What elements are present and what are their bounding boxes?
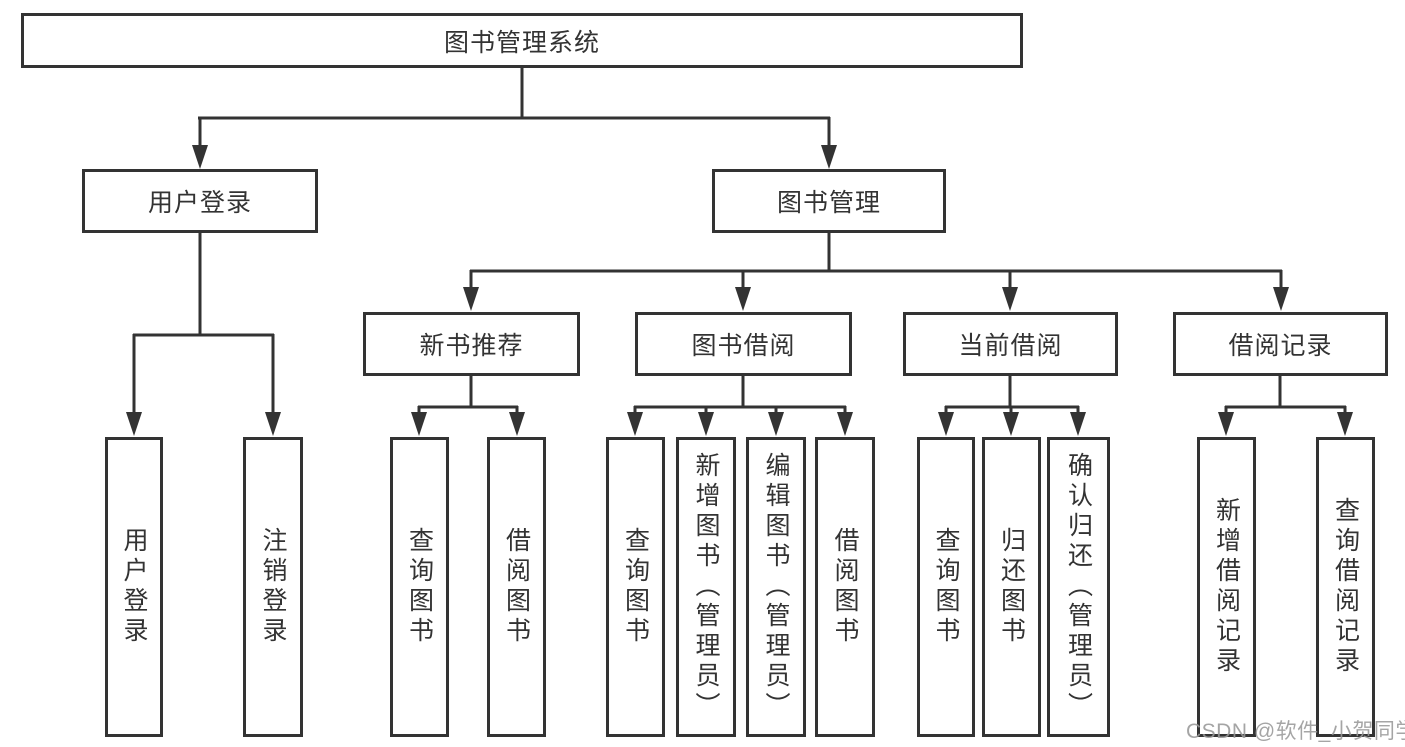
arrowhead bbox=[411, 412, 427, 436]
leaf-query-books-borrow-label: 查询图书 bbox=[621, 527, 650, 647]
leaf-query-borrow-record: 查询借阅记录 bbox=[1316, 437, 1375, 737]
leaf-edit-books-admin: 编辑图书（管理员） bbox=[746, 437, 806, 737]
arrowhead bbox=[698, 412, 714, 436]
arrowhead bbox=[938, 412, 954, 436]
arrowhead bbox=[837, 412, 853, 436]
node-library-management-system: 图书管理系统 bbox=[21, 13, 1023, 68]
arrowhead bbox=[1273, 287, 1289, 311]
arrowhead bbox=[1070, 412, 1086, 436]
csdn-watermark: CSDN @软件_小贺同学 bbox=[1186, 720, 1405, 743]
node-library-management-system-label: 图书管理系统 bbox=[443, 28, 600, 57]
leaf-query-books-current-label: 查询图书 bbox=[932, 527, 960, 647]
node-borrowing-records-label: 借阅记录 bbox=[1228, 332, 1333, 360]
arrowhead bbox=[1218, 412, 1234, 436]
node-current-borrowing: 当前借阅 bbox=[903, 312, 1118, 376]
node-book-borrowing-label: 图书借阅 bbox=[691, 332, 796, 360]
arrowhead bbox=[821, 145, 837, 169]
leaf-return-books: 归还图书 bbox=[982, 437, 1041, 737]
leaf-return-books-label: 归还图书 bbox=[997, 527, 1026, 647]
arrowhead bbox=[735, 287, 751, 311]
node-book-management: 图书管理 bbox=[712, 169, 946, 233]
arrowhead bbox=[265, 412, 281, 436]
leaf-edit-books-admin-label: 编辑图书（管理员） bbox=[762, 452, 790, 722]
leaf-logout-label: 注销登录 bbox=[259, 527, 287, 647]
leaf-borrow-books-recommend: 借阅图书 bbox=[487, 437, 546, 737]
arrowhead bbox=[509, 412, 525, 436]
leaf-borrow-books-recommend-label: 借阅图书 bbox=[502, 527, 531, 647]
leaf-add-books-admin-label: 新增图书（管理员） bbox=[692, 452, 720, 722]
arrowhead bbox=[768, 412, 784, 436]
node-new-book-recommend-label: 新书推荐 bbox=[419, 332, 524, 360]
leaf-query-borrow-record-label: 查询借阅记录 bbox=[1331, 497, 1360, 677]
arrowheads bbox=[126, 145, 1353, 436]
leaf-add-books-admin: 新增图书（管理员） bbox=[676, 437, 736, 737]
arrowhead bbox=[1002, 287, 1018, 311]
leaf-query-books-recommend-label: 查询图书 bbox=[405, 527, 434, 647]
leaf-user-login-label: 用户登录 bbox=[120, 527, 148, 647]
leaf-query-books-current: 查询图书 bbox=[917, 437, 975, 737]
node-new-book-recommend: 新书推荐 bbox=[363, 312, 580, 376]
leaf-query-books-borrow: 查询图书 bbox=[606, 437, 665, 737]
leaf-user-login: 用户登录 bbox=[105, 437, 163, 737]
leaf-add-borrow-record: 新增借阅记录 bbox=[1197, 437, 1256, 737]
arrowhead bbox=[1337, 412, 1353, 436]
node-book-borrowing: 图书借阅 bbox=[635, 312, 852, 376]
node-user-login-label: 用户登录 bbox=[147, 189, 252, 217]
leaf-confirm-return-admin: 确认归还（管理员） bbox=[1047, 437, 1110, 737]
leaf-borrow-books-label: 借阅图书 bbox=[831, 527, 859, 647]
arrowhead bbox=[463, 287, 479, 311]
node-user-login: 用户登录 bbox=[82, 169, 318, 233]
leaf-query-books-recommend: 查询图书 bbox=[390, 437, 449, 737]
arrowhead bbox=[192, 145, 208, 169]
leaf-add-borrow-record-label: 新增借阅记录 bbox=[1212, 497, 1241, 677]
node-borrowing-records: 借阅记录 bbox=[1173, 312, 1388, 376]
arrowhead bbox=[1003, 412, 1019, 436]
arrowhead bbox=[126, 412, 142, 436]
leaf-confirm-return-admin-label: 确认归还（管理员） bbox=[1064, 452, 1093, 722]
leaf-logout: 注销登录 bbox=[243, 437, 303, 737]
leaf-borrow-books: 借阅图书 bbox=[815, 437, 875, 737]
node-current-borrowing-label: 当前借阅 bbox=[958, 332, 1063, 360]
node-book-management-label: 图书管理 bbox=[776, 189, 881, 217]
arrowhead bbox=[627, 412, 643, 436]
